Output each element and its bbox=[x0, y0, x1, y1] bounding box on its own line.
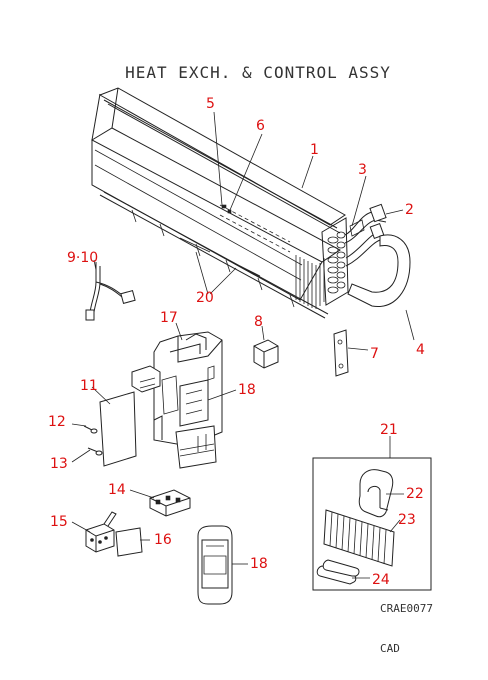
thermistor bbox=[85, 262, 136, 321]
filter-strip bbox=[323, 509, 395, 567]
callout-12: 12 bbox=[48, 414, 66, 430]
callout-5: 5 bbox=[206, 96, 215, 112]
footer-label: CAD bbox=[380, 642, 400, 655]
callout-22: 22 bbox=[406, 486, 424, 502]
callout-9-10: 9·10 bbox=[67, 250, 98, 266]
callout-21: 21 bbox=[380, 422, 398, 438]
pcb-board bbox=[179, 379, 209, 427]
callout-1: 1 bbox=[310, 142, 319, 158]
drain-rail bbox=[99, 191, 329, 319]
batteries bbox=[316, 559, 360, 585]
receiver-block bbox=[253, 339, 279, 369]
callout-17: 17 bbox=[160, 310, 178, 326]
callout-14: 14 bbox=[108, 482, 126, 498]
diagram-title: HEAT EXCH. & CONTROL ASSY bbox=[125, 63, 391, 82]
callout-3: 3 bbox=[358, 162, 367, 178]
bracket bbox=[333, 329, 349, 377]
screw-6 bbox=[227, 209, 232, 214]
leader-lines bbox=[71, 111, 415, 579]
callout-24: 24 bbox=[372, 572, 390, 588]
callout-4: 4 bbox=[416, 342, 425, 358]
callout-16: 16 bbox=[154, 532, 172, 548]
screw-12 bbox=[83, 425, 98, 434]
callout-2: 2 bbox=[405, 202, 414, 218]
callout-23: 23 bbox=[398, 512, 416, 528]
callout-20: 20 bbox=[196, 290, 214, 306]
screw-5 bbox=[221, 204, 227, 209]
drain-hose bbox=[347, 234, 411, 307]
callout-18-pcb: 18 bbox=[238, 382, 256, 398]
label-card bbox=[115, 527, 143, 557]
remote-controller bbox=[197, 525, 233, 605]
callout-labels: 5 6 1 3 2 9·10 20 17 8 4 7 11 18 12 21 1… bbox=[48, 96, 425, 588]
display-board bbox=[99, 391, 137, 467]
callout-6: 6 bbox=[256, 118, 265, 134]
callout-13: 13 bbox=[50, 456, 68, 472]
screw-13 bbox=[87, 447, 103, 456]
accessory-kit-frame bbox=[312, 457, 432, 591]
wall-bracket-holder bbox=[358, 469, 394, 518]
refrigerant-piping bbox=[344, 203, 387, 267]
drawing-code: CRAE0077 bbox=[380, 602, 433, 615]
terminal-block bbox=[149, 489, 191, 517]
callout-8: 8 bbox=[254, 314, 263, 330]
heat-exchanger bbox=[90, 87, 349, 309]
callout-7: 7 bbox=[370, 346, 379, 362]
callout-15: 15 bbox=[50, 514, 68, 530]
callout-11: 11 bbox=[80, 378, 98, 394]
callout-18-remote: 18 bbox=[250, 556, 268, 572]
connector bbox=[85, 511, 117, 553]
